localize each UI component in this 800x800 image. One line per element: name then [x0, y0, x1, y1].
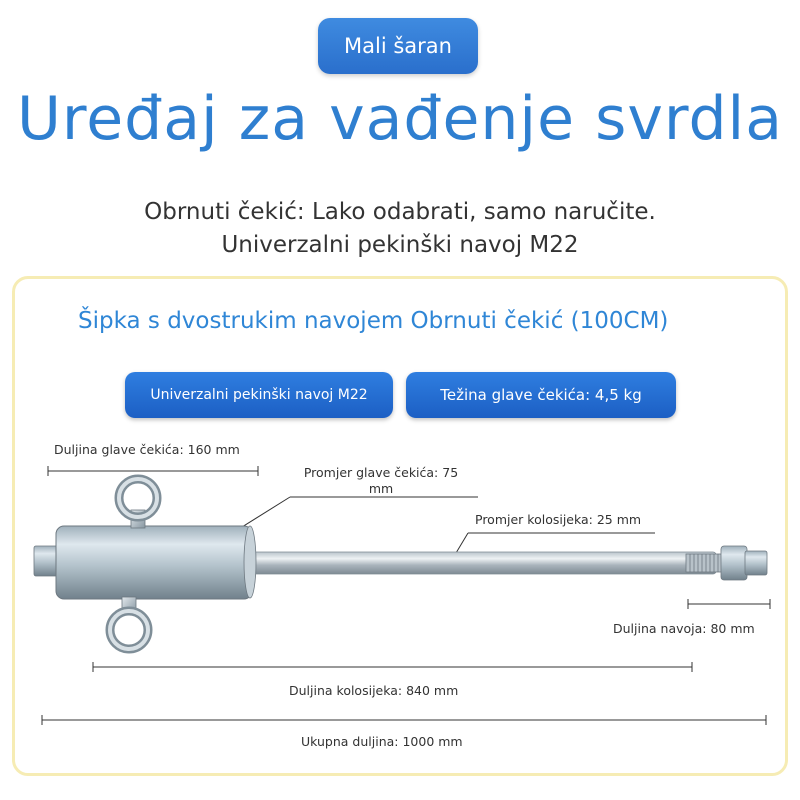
brand-badge: Mali šaran: [318, 18, 478, 74]
head-diameter-label: Promjer glave čekića: 75 mm: [303, 465, 459, 496]
head-length-label: Duljina glave čekića: 160 mm: [54, 442, 240, 457]
page-title: Uređaj za vađenje svrdla: [17, 84, 783, 154]
top-eye-bolt: [114, 474, 162, 529]
head-weight-pill: Težina glave čekića: 4,5 kg: [406, 372, 676, 418]
subtitle-line-1: Obrnuti čekić: Lako odabrati, samo naruč…: [144, 199, 656, 225]
rod-diameter-label: Promjer kolosijeka: 25 mm: [475, 512, 642, 527]
subtitle: Obrnuti čekić: Lako odabrati, samo naruč…: [0, 196, 800, 262]
bottom-eye-bolt: [105, 596, 153, 654]
dim-thread-length-line: [687, 599, 771, 609]
rod-length-label: Duljina kolosijeka: 840 mm: [289, 683, 459, 698]
total-length-label: Ukupna duljina: 1000 mm: [301, 734, 463, 749]
thread-spec-pill: Univerzalni pekinški navoj M22: [125, 372, 393, 418]
dim-rod-length-line: [92, 662, 693, 672]
dim-head-length-line: [47, 466, 259, 476]
dim-total-length-line: [41, 715, 767, 725]
thread-length-label: Duljina navoja: 80 mm: [613, 621, 755, 636]
rod: [245, 551, 717, 575]
threaded-end: [685, 545, 768, 581]
card-title: Šipka s dvostrukim navojem Obrnuti čekić…: [78, 308, 669, 334]
subtitle-line-2: Univerzalni pekinški navoj M22: [221, 232, 579, 258]
hammer-head: [33, 525, 257, 600]
